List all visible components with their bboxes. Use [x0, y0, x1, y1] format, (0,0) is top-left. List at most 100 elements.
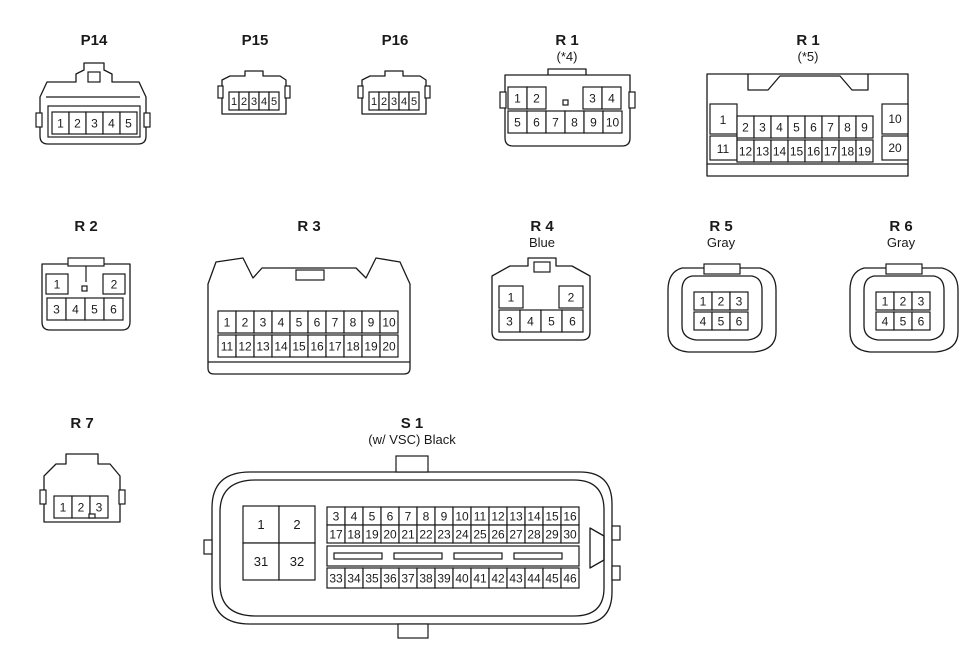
pin-label: 30 [563, 527, 577, 541]
pin-label: 40 [455, 571, 469, 585]
pin-cell [242, 542, 280, 581]
pin-label: 3 [736, 294, 743, 308]
pin-label: 3 [333, 509, 340, 523]
pin-label: 44 [527, 571, 541, 585]
pin-label: 34 [347, 571, 361, 585]
pin-label: 6 [314, 315, 321, 329]
pin-label: 6 [736, 314, 743, 328]
connector-r2: 1234563456 [41, 257, 131, 331]
latch-bottom [397, 623, 429, 639]
pin-label: 2 [533, 91, 540, 105]
connector-inner [219, 479, 605, 617]
pin-label: 24 [455, 527, 469, 541]
connector-housing [706, 73, 909, 177]
pin-label: 2 [111, 277, 118, 291]
pin-label: 4 [108, 116, 115, 130]
side-tab [284, 85, 291, 99]
pin-label: 12 [491, 509, 505, 523]
pin-label: 5 [91, 302, 98, 316]
pin-label: 3 [91, 116, 98, 130]
pin-label: 4 [351, 509, 358, 523]
pin-label: 21 [401, 527, 415, 541]
pin-label: 16 [563, 509, 577, 523]
pin-label: 16 [310, 339, 324, 353]
pin-label: 4 [700, 314, 707, 328]
pin-label: 5 [514, 115, 521, 129]
separator-frame [326, 545, 580, 567]
connector-inner [681, 275, 763, 341]
connector-housing [491, 257, 591, 341]
pin-label: 37 [401, 571, 415, 585]
pin-label: 4 [72, 302, 79, 316]
separator-slot [453, 552, 503, 560]
latch-top [747, 74, 869, 91]
pin-label: 6 [918, 314, 925, 328]
pin-label: 9 [441, 509, 448, 523]
pin-label: 14 [527, 509, 541, 523]
pin-cell [561, 309, 584, 333]
connector-label-r3: R 3 [297, 218, 321, 235]
pin-label: 23 [437, 527, 451, 541]
pin-label: 25 [473, 527, 487, 541]
connector-housing [667, 267, 777, 353]
pin-label: 26 [491, 527, 505, 541]
pin-label: 20 [383, 527, 397, 541]
pin-label: 11 [221, 339, 234, 353]
pin-label: 16 [807, 144, 821, 158]
pin-label: 1 [508, 290, 515, 304]
pin-label: 4 [278, 315, 285, 329]
pin-label: 45 [545, 571, 559, 585]
pin-label: 13 [256, 339, 270, 353]
latch [885, 263, 923, 275]
connector-housing [211, 471, 613, 625]
pin-label: 31 [254, 554, 268, 569]
pin-cell [855, 115, 874, 139]
pin-label: 2 [242, 315, 249, 329]
pin-cell-wide [881, 135, 909, 161]
connector-label-p14: P14 [80, 32, 108, 49]
pin-cell [498, 285, 524, 309]
pin-label: 1 [257, 517, 264, 532]
pin-label: 1 [224, 315, 231, 329]
latch-top [395, 455, 429, 473]
pin-label: 1 [700, 294, 707, 308]
pin-label: 41 [473, 571, 487, 585]
side-tab [217, 85, 224, 99]
pin-cell [601, 86, 622, 110]
latch [67, 257, 105, 267]
connector-label-r2: R 2 [74, 218, 98, 235]
side-tab [499, 91, 507, 109]
connector-label-r1-5: R 1(*5) [796, 32, 820, 64]
pin-cell [268, 91, 280, 111]
pin-label: 8 [350, 315, 357, 329]
pin-label: 2 [78, 500, 85, 514]
separator-slot [333, 552, 383, 560]
connector-housing [43, 453, 121, 523]
pin-label: 15 [545, 509, 559, 523]
pin-cell [526, 86, 547, 110]
pin-label: 6 [533, 115, 540, 129]
pin-label: 1 [60, 500, 67, 514]
pin-label: 27 [509, 527, 523, 541]
pin-label: 3 [759, 120, 766, 134]
pin-cell [119, 111, 138, 135]
pin-cell [560, 524, 580, 544]
pin-label: 6 [810, 120, 817, 134]
pin-cell [911, 311, 931, 331]
pin-cell [408, 91, 420, 111]
pin-label: 1 [882, 294, 889, 308]
pin-label: 2 [900, 294, 907, 308]
side-tab [611, 525, 621, 541]
pin-label: 46 [563, 571, 577, 585]
pin-label: 19 [364, 339, 378, 353]
pin-label: 4 [776, 120, 783, 134]
connector-housing [207, 257, 411, 375]
pin-label: 1 [54, 277, 61, 291]
